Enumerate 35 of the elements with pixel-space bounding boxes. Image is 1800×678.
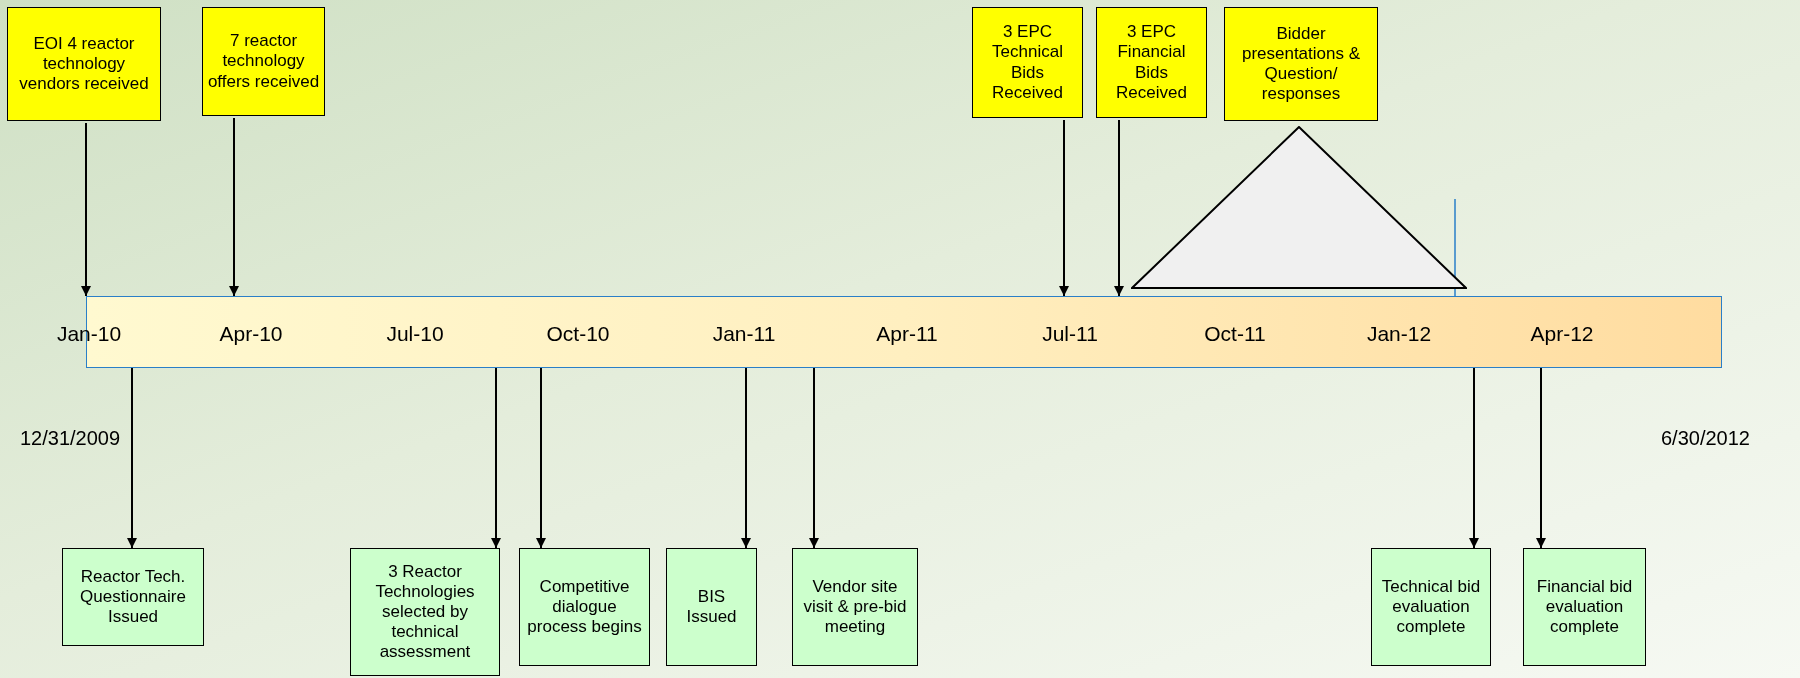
month-label: Jul-11 [1042,322,1098,346]
month-label: Apr-12 [1530,322,1594,346]
event-box: 3 Reactor Technologies selected by technical assessment [350,548,500,676]
arrow [1114,119,1124,297]
milestone-callout: Bidder presentations & Question/ responses [1224,7,1378,121]
milestone-callout: 3 EPC Technical Bids Received [972,7,1083,118]
arrow [229,117,239,297]
month-label: Oct-11 [1204,322,1266,346]
arrow [536,367,546,549]
event-box: Vendor site visit & pre-bid meeting [792,548,918,666]
month-label: Oct-10 [546,322,610,346]
month-label: Jan-11 [712,322,776,346]
arrow [81,122,91,297]
month-label: Jul-10 [386,322,444,346]
arrow [127,367,137,549]
milestone-callout: 3 EPC Financial Bids Received [1096,7,1207,118]
event-box: Financial bid evaluation complete [1523,548,1646,666]
span-triangle [1131,126,1467,289]
arrow [1059,119,1069,297]
date-label: 12/31/2009 [20,427,121,450]
arrow [809,367,819,549]
milestone-callout: EOI 4 reactor technology vendors received [7,7,161,121]
arrow [491,367,501,549]
month-label: Jan-12 [1366,322,1432,346]
arrow [1469,367,1479,549]
event-box: Reactor Tech. Questionnaire Issued [62,548,204,646]
month-label: Apr-11 [876,322,938,346]
event-box: BIS Issued [666,548,757,666]
milestone-callout: 7 reactor technology offers received [202,7,325,116]
event-box: Competitive dialogue process begins [519,548,650,666]
arrow [1536,367,1546,549]
event-box: Technical bid evaluation complete [1371,548,1491,666]
month-label: Apr-10 [219,322,283,346]
date-label: 6/30/2012 [1661,427,1750,450]
arrow [741,367,751,549]
